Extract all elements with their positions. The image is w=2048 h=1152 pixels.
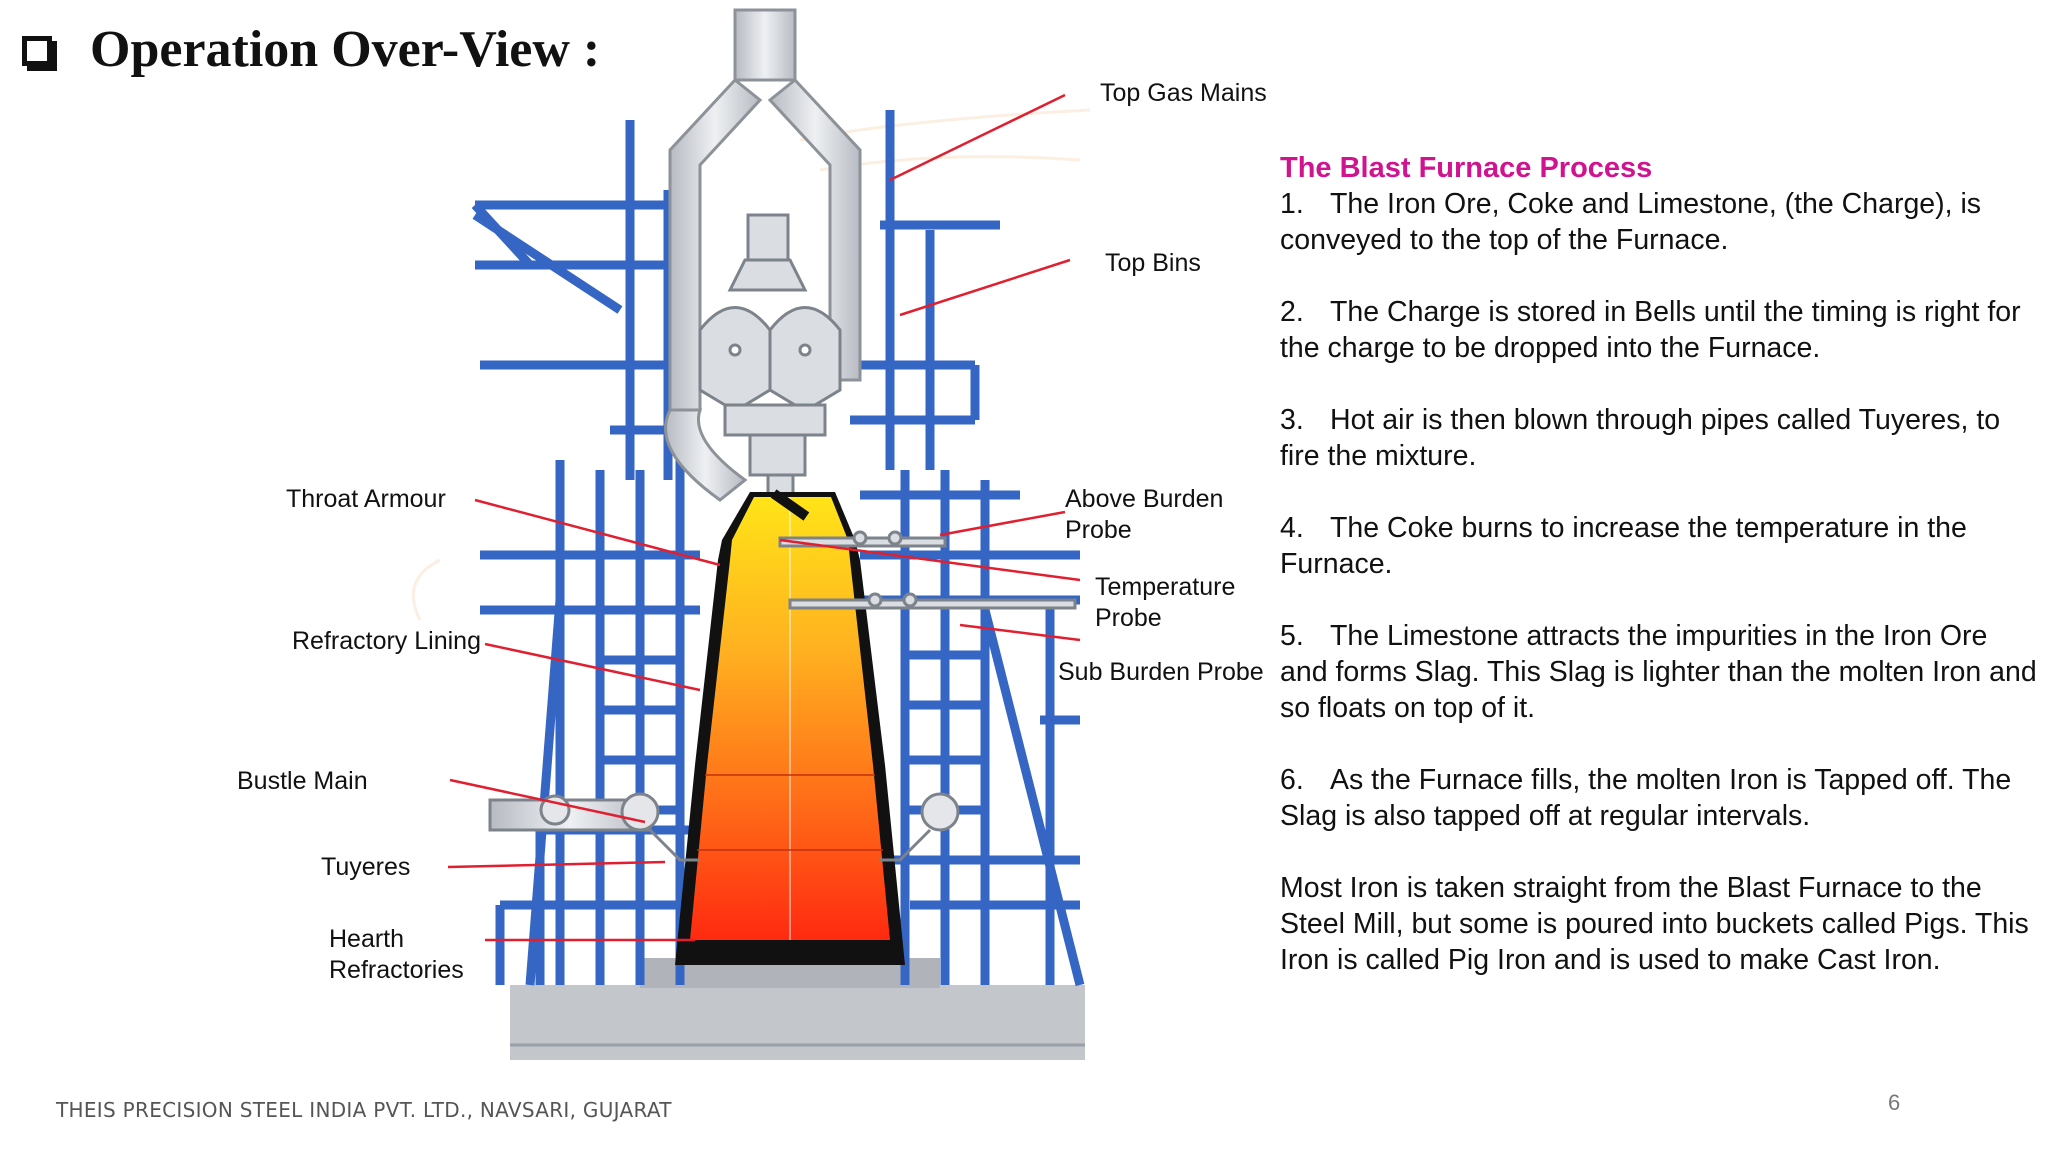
label-above-burden-probe-line1: Above Burden: [1065, 485, 1224, 513]
bustle-main: [488, 792, 960, 862]
probes: [778, 530, 1077, 610]
label-top-bins: Top Bins: [1105, 249, 1201, 277]
label-sub-burden-probe: Sub Burden Probe: [1058, 658, 1264, 686]
label-temperature-probe: Temperature Probe: [1095, 572, 1235, 634]
process-step-2: 2.The Charge is stored in Bells until th…: [1280, 296, 2021, 364]
process-step-1: 1.The Iron Ore, Coke and Limestone, (the…: [1280, 188, 1982, 256]
label-above-burden-probe: Above Burden Probe: [1065, 484, 1223, 546]
label-throat-armour: Throat Armour: [286, 485, 446, 513]
process-step-4: 4.The Coke burns to increase the tempera…: [1280, 512, 1967, 580]
blast-furnace-diagram: [411, 8, 1091, 1060]
label-above-burden-probe-line2: Probe: [1065, 516, 1132, 544]
process-step-5: 5.The Limestone attracts the impurities …: [1280, 620, 2037, 724]
process-step-6: 6.As the Furnace fills, the molten Iron …: [1280, 764, 2012, 832]
furnace-body: [675, 489, 905, 965]
top-gas-mains: [664, 8, 862, 502]
slide-title: Operation Over-View :: [22, 14, 600, 84]
label-hearth-refractories-line1: Hearth: [329, 925, 405, 953]
page-number: 6: [1888, 1090, 1901, 1115]
process-text: The Blast Furnace Process 1.The Iron Ore…: [1280, 150, 2040, 978]
label-refractory-lining: Refractory Lining: [292, 627, 481, 655]
label-hearth-refractories: Hearth Refractories: [329, 924, 464, 986]
checkbox-bullet-icon: [22, 36, 52, 66]
label-temperature-probe-line2: Probe: [1095, 604, 1162, 632]
process-title: The Blast Furnace Process: [1280, 152, 1653, 184]
label-top-gas-mains: Top Gas Mains: [1100, 79, 1267, 107]
top-bins: [698, 213, 842, 497]
footer-company: THEIS PRECISION STEEL INDIA PVT. LTD., N…: [56, 1098, 672, 1122]
label-tuyeres: Tuyeres: [321, 853, 411, 881]
process-closing: Most Iron is taken straight from the Bla…: [1280, 872, 2029, 976]
slide-title-text: Operation Over-View :: [90, 20, 601, 78]
label-hearth-refractories-line2: Refractories: [329, 956, 464, 984]
label-bustle-main: Bustle Main: [237, 767, 368, 795]
label-temperature-probe-line1: Temperature: [1095, 573, 1236, 601]
steel-frame: [471, 110, 1085, 987]
process-step-3: 3.Hot air is then blown through pipes ca…: [1280, 404, 2001, 472]
leader-lines: [447, 93, 1081, 942]
